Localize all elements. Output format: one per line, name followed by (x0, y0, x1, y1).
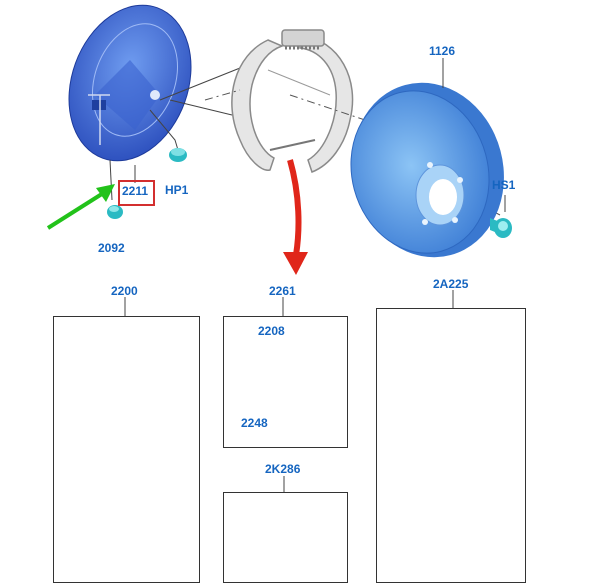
label-1126[interactable]: 1126 (429, 44, 456, 58)
grommet-part (107, 205, 123, 219)
box-adjuster-kit (223, 492, 348, 583)
label-2248[interactable]: 2248 (241, 416, 268, 430)
label-2208[interactable]: 2208 (258, 324, 285, 338)
label-2261[interactable]: 2261 (269, 284, 296, 298)
wheel-bolt (490, 195, 512, 238)
label-hs1[interactable]: HS1 (492, 178, 516, 192)
label-2k286[interactable]: 2K286 (265, 462, 301, 476)
label-hp1[interactable]: HP1 (165, 183, 189, 197)
green-arrow-icon (46, 184, 115, 230)
label-2a225[interactable]: 2A225 (433, 277, 469, 291)
box-shoe-set (53, 316, 200, 583)
label-2211[interactable]: 2211 (122, 184, 149, 198)
shoe-assembly (231, 29, 354, 173)
box-wheel-cylinder-kit (223, 316, 348, 448)
plug-part (169, 148, 187, 162)
red-arrow-icon (283, 159, 308, 275)
label-2200[interactable]: 2200 (111, 284, 138, 298)
label-2092[interactable]: 2092 (98, 241, 125, 255)
box-hardware-kit (376, 308, 526, 583)
brake-drum (350, 58, 504, 258)
highlight-box (118, 180, 155, 206)
